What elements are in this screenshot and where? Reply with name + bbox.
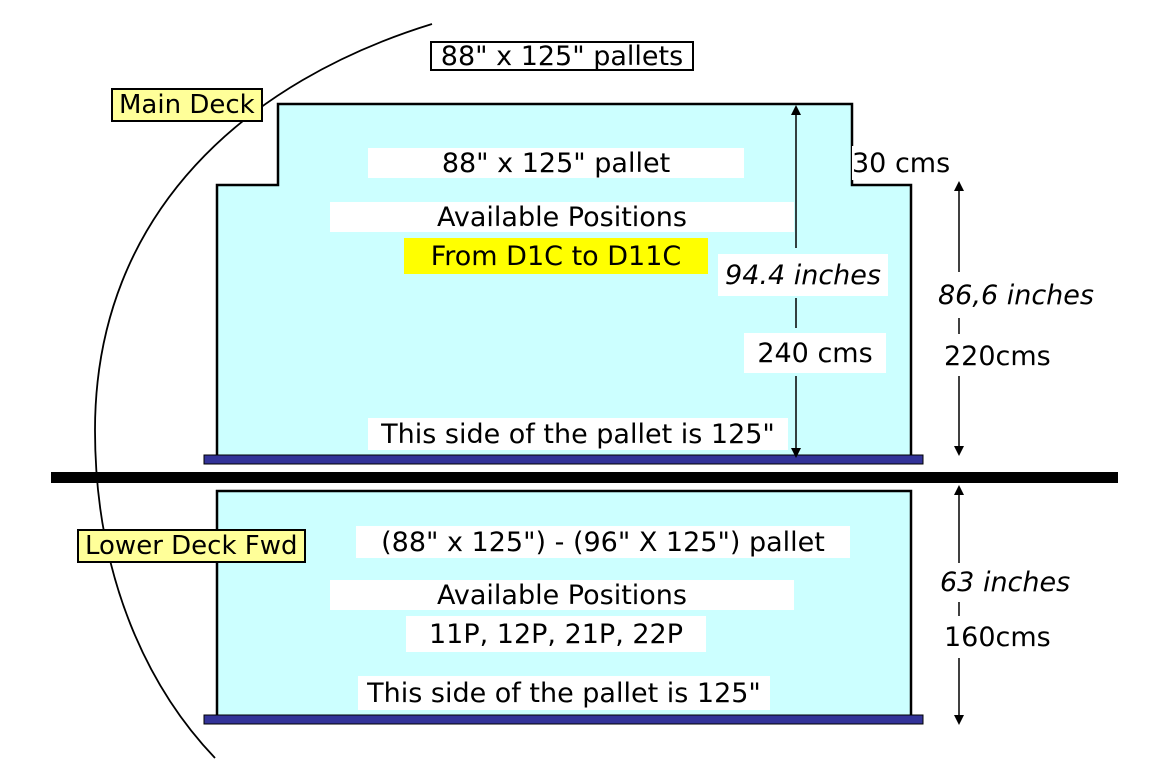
lower-deck-height-in: 63 inches [940, 564, 1080, 600]
main-deck-pallet-bar [203, 454, 924, 465]
main-deck-side-height-in: 86,6 inches [938, 276, 1108, 314]
main-deck-side-note: This side of the pallet is 125" [368, 418, 788, 450]
lower-deck-side-note: This side of the pallet is 125" [358, 676, 770, 710]
lower-deck-pallet-label: (88" x 125") - (96" X 125") pallet [356, 526, 850, 558]
lower-deck-available-label: Available Positions [330, 580, 794, 610]
main-deck-shoulder-cm: 30 cms [852, 146, 962, 180]
main-deck-height-cm: 240 cms [744, 333, 886, 373]
main-deck-tag: Main Deck [111, 88, 263, 122]
diagram-title: 88" x 125" pallets [430, 41, 694, 71]
main-deck-outline [215, 102, 913, 459]
deck-separator [51, 472, 1118, 483]
lower-deck-height-cm: 160cms [944, 618, 1054, 656]
fuselage-arc [94, 23, 433, 759]
lower-deck-positions: 11P, 12P, 21P, 22P [406, 616, 706, 652]
main-deck-side-height-cm: 220cms [944, 338, 1064, 374]
main-deck-positions: From D1C to D11C [404, 238, 708, 274]
main-deck-pallet-label: 88" x 125" pallet [368, 148, 744, 178]
lower-deck-tag: Lower Deck Fwd [77, 529, 306, 563]
main-deck-height-in: 94.4 inches [718, 254, 888, 296]
lower-deck-pallet-bar [203, 714, 924, 725]
main-deck-available-label: Available Positions [330, 202, 794, 232]
